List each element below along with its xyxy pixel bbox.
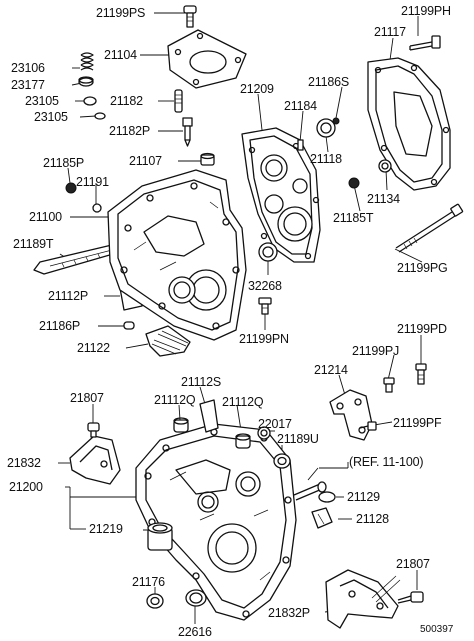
label-21199PF: 21199PF (393, 416, 442, 430)
label-21112P: 21112P (48, 289, 89, 303)
shift-rod-ref (293, 481, 336, 529)
diagram-code: 500397 (420, 624, 454, 635)
label-21122: 21122 (77, 341, 110, 355)
clutch-housing-21200 (135, 423, 297, 621)
label-21219: 21219 (89, 522, 123, 536)
label-21191: 21191 (76, 175, 109, 189)
label-21184: 21184 (284, 99, 317, 113)
bracket-21832 (69, 422, 121, 485)
label-21182: 21182 (110, 94, 143, 108)
extension-cover-21117 (348, 35, 464, 253)
label-22017: 22017 (258, 417, 292, 431)
label-21186P: 21186P (39, 319, 80, 333)
label-21112Q-a: 21112Q (154, 393, 196, 407)
label-ref-11-100: (REF. 11-100) (349, 455, 424, 469)
label-21129: 21129 (347, 490, 380, 504)
label-21182P: 21182P (109, 124, 150, 138)
label-21100: 21100 (29, 210, 62, 224)
label-21189T: 21189T (13, 237, 54, 251)
label-22616: 22616 (178, 625, 212, 639)
label-21199PS: 21199PS (96, 6, 146, 20)
label-21189U: 21189U (277, 432, 319, 446)
intermediate-plate-21209 (241, 117, 340, 315)
label-21199PH: 21199PH (401, 4, 451, 18)
label-23105-a: 23105 (25, 94, 59, 108)
label-21199PJ: 21199PJ (352, 344, 400, 358)
label-21128: 21128 (356, 512, 389, 526)
label-21214: 21214 (314, 363, 348, 377)
bracket-21832P (325, 569, 424, 629)
label-21832: 21832 (7, 456, 41, 470)
label-21807-b: 21807 (396, 557, 430, 571)
label-21117: 21117 (374, 25, 406, 39)
label-23106: 23106 (11, 61, 45, 75)
label-21112Q-b: 21112Q (222, 395, 264, 409)
label-21176: 21176 (132, 575, 165, 589)
label-21200: 21200 (9, 480, 43, 494)
bracket-21214 (329, 363, 427, 441)
label-21185P: 21185P (43, 156, 84, 170)
label-23105-b: 23105 (34, 110, 68, 124)
label-21199PG: 21199PG (397, 261, 448, 275)
label-21107: 21107 (129, 154, 162, 168)
bushings-21112 (173, 399, 291, 469)
label-21199PD: 21199PD (397, 322, 447, 336)
label-32268: 32268 (248, 279, 282, 293)
label-21134: 21134 (367, 192, 400, 206)
label-21104: 21104 (104, 48, 137, 62)
label-21112S: 21112S (181, 375, 222, 389)
label-21807-a: 21807 (70, 391, 104, 405)
label-21186S: 21186S (308, 75, 349, 89)
label-21832P: 21832P (268, 606, 310, 620)
label-21185T: 21185T (333, 211, 374, 225)
label-23177: 23177 (11, 78, 45, 92)
label-21118: 21118 (310, 152, 342, 166)
transmission-case-21100 (107, 169, 247, 341)
label-21199PN: 21199PN (239, 332, 289, 346)
label-21209: 21209 (240, 82, 274, 96)
